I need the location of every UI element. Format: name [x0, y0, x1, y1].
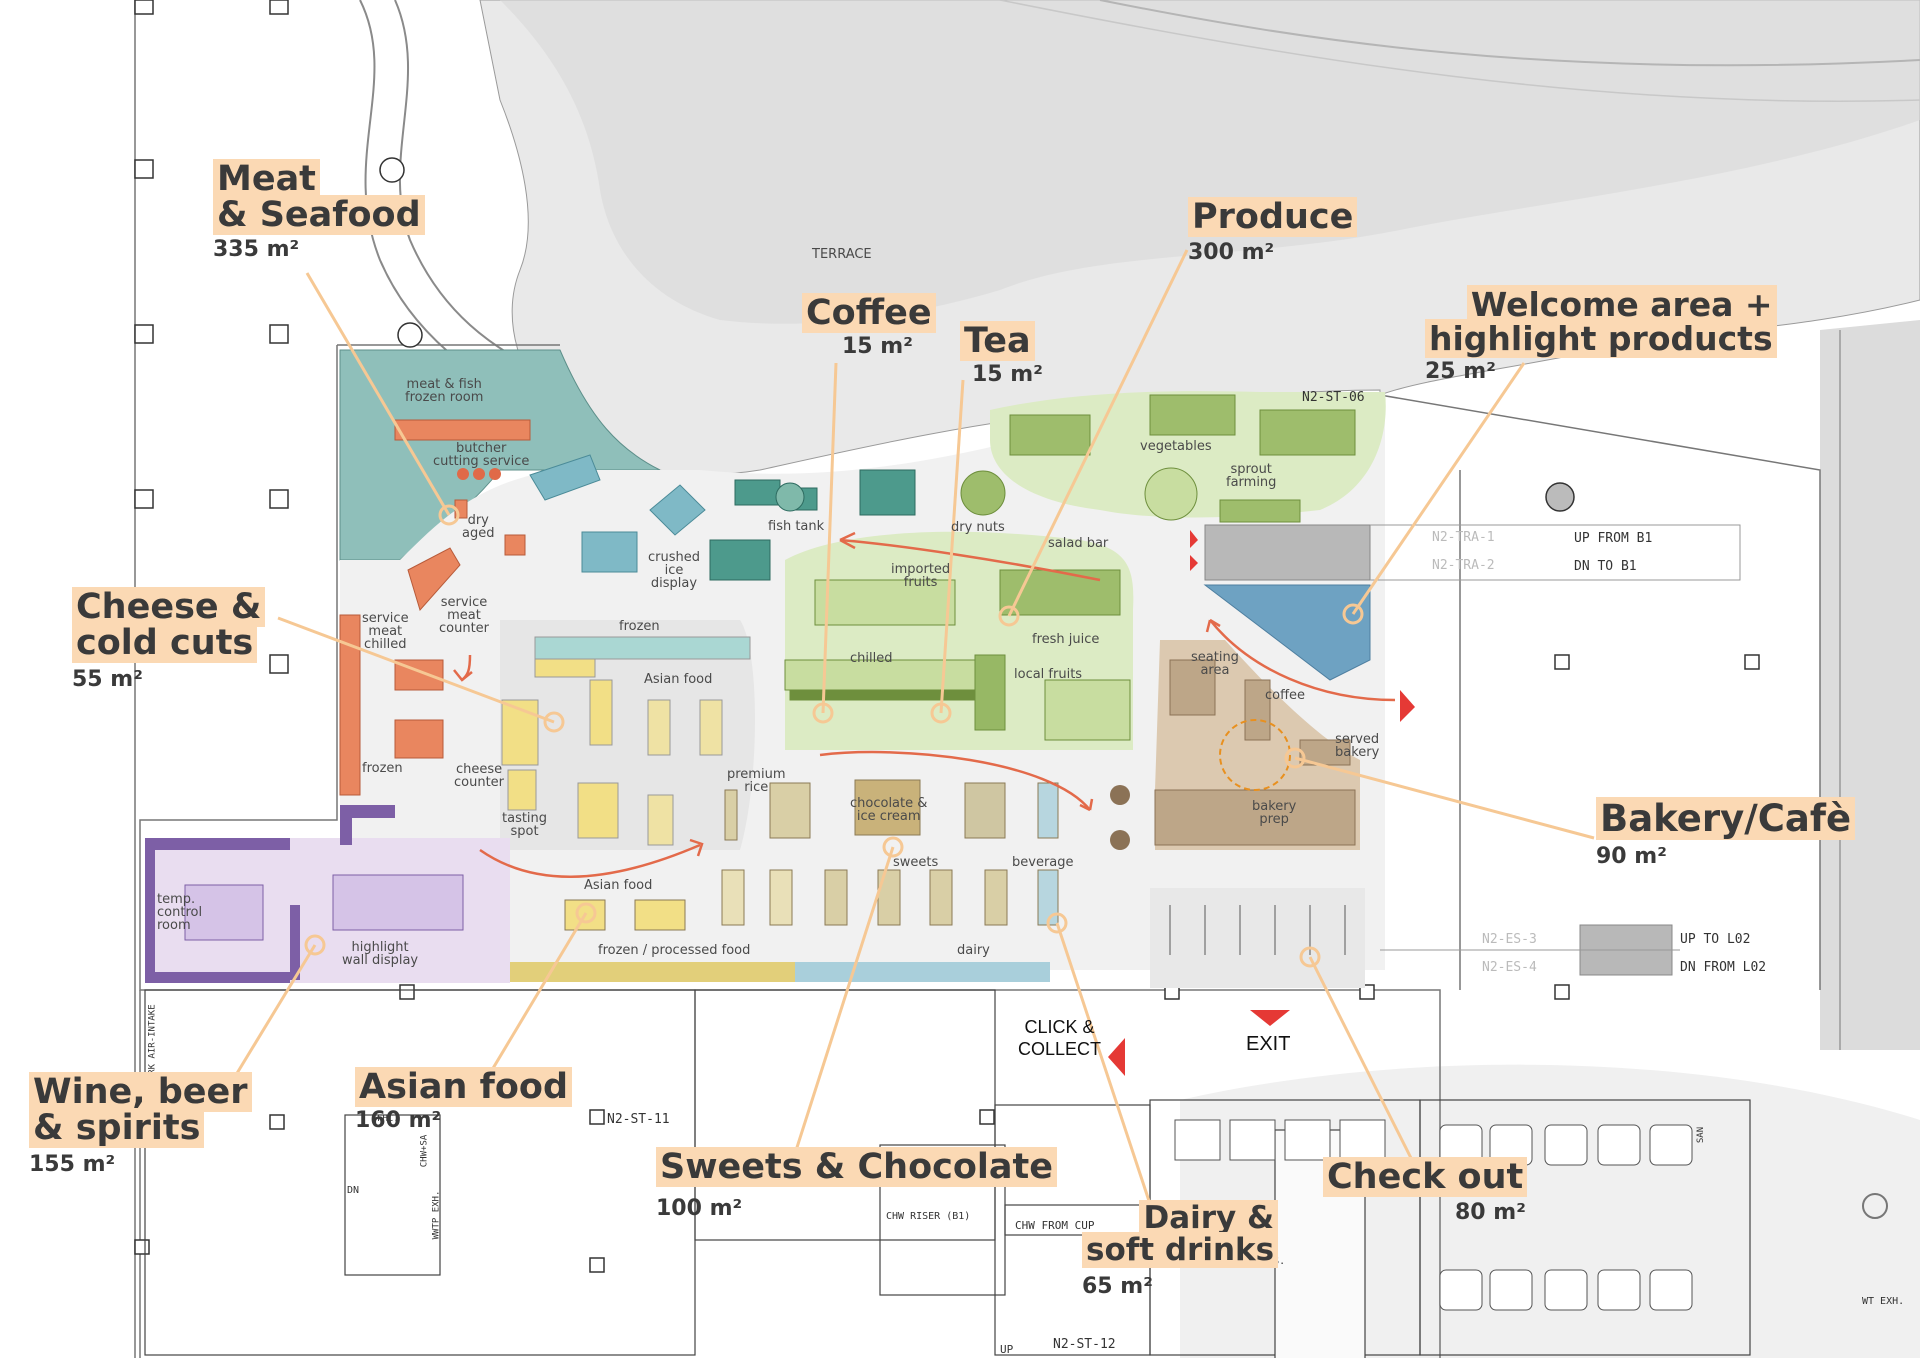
fish-tank-fixtures [709, 469, 916, 581]
welcome-zone [1203, 584, 1371, 681]
temp-control-room-box [184, 884, 264, 941]
san-label: SAN [1696, 1126, 1707, 1144]
callout-sweets-chocolate: Sweets & Chocolate 100 m² [656, 1147, 1057, 1221]
exit-label: EXIT [1246, 1033, 1291, 1055]
produce-fixtures [784, 394, 1356, 741]
dn-label: DN [347, 1185, 360, 1196]
dn-to-b1-label: DN TO B1 [1574, 559, 1637, 574]
beverage-label: beverage [1012, 855, 1074, 870]
wwtp-exh-label: WWTP EXH. [431, 1190, 442, 1240]
chw-from-cup-label: CHW FROM CUP [1015, 1219, 1095, 1232]
dn-from-l02-label: DN FROM L02 [1680, 960, 1767, 975]
crushed-ice-display [529, 454, 706, 573]
checkout-lanes [1169, 905, 1346, 955]
frozen-processed-label: frozen / processed food [598, 943, 751, 958]
leader-lines [223, 249, 1595, 1211]
click-collect-label: CLICK &COLLECT [1018, 1017, 1102, 1059]
callout-coffee: Coffee 15 m² [802, 293, 936, 359]
bakery-seat [1110, 785, 1130, 805]
escalator-lines [1370, 524, 1741, 951]
wine-purple-strip [290, 905, 300, 980]
n2-es-4-label: N2-ES-4 [1482, 960, 1537, 975]
callout-cheese-cold-cuts: Cheese &cold cuts 55 m² [72, 587, 266, 692]
frozen-left-label: frozen [362, 761, 403, 776]
chilled-label: chilled [850, 651, 893, 666]
customer-flow-arrows [453, 531, 1396, 878]
sweets-shelving [564, 779, 1059, 931]
callout-check-out: Check out 80 m² [1323, 1157, 1528, 1225]
asian-food-top-label: Asian food [644, 672, 713, 687]
checkout-zone [1150, 888, 1365, 988]
dry-nuts-label: dry nuts [951, 520, 1005, 535]
asian-food-bottom-label: Asian food [584, 878, 653, 893]
leader-endpoints [304, 504, 1364, 968]
callout-dairy-soft-drinks: Dairy &soft drinks 65 m² [1082, 1200, 1279, 1299]
bakery-seat [1110, 830, 1130, 850]
n2-st-06-label: N2-ST-06 [1302, 390, 1365, 405]
terrace-label: TERRACE [812, 247, 872, 262]
fish-tank-label: fish tank [768, 519, 825, 534]
callout-produce: Produce 300 m² [1188, 197, 1358, 265]
callout-welcome-area: Welcome area +highlight products 25 m² [1425, 285, 1777, 384]
n2-tra-2-label: N2-TRA-2 [1432, 558, 1495, 573]
fresh-juice-label: fresh juice [1032, 632, 1100, 647]
frozen-top-label: frozen [619, 619, 660, 634]
bottom-wall-shelf-yellow [510, 962, 795, 982]
wine-wall-right [340, 805, 395, 845]
vegetables-label: vegetables [1140, 439, 1212, 454]
n2-es-3-label: N2-ES-3 [1482, 932, 1537, 947]
chocolate-ice-cream-label: chocolate &ice cream [850, 796, 928, 824]
n2-tra-1-label: N2-TRA-1 [1432, 530, 1495, 545]
bottom-wall-shelf-blue [795, 962, 1050, 982]
chw-riser-label: CHW RISER (B1) [886, 1211, 971, 1222]
dry-aged-display [457, 468, 501, 480]
service-counters [339, 419, 531, 796]
chw-sa-label: CHW+SA [419, 1134, 430, 1168]
up-from-b1-label: UP FROM B1 [1574, 531, 1653, 546]
salad-bar-label: salad bar [1048, 536, 1109, 551]
kitchen-sinks [1174, 1119, 1693, 1311]
fhc-label: FHC. [377, 1114, 399, 1124]
coffee-label: coffee [1265, 688, 1306, 703]
highlight-wall-display-box [332, 874, 464, 931]
frozen-shelving [501, 636, 751, 846]
bakery-fixtures [1154, 659, 1356, 846]
n2-st-11-label: N2-ST-11 [607, 1112, 670, 1127]
callout-bakery-cafe: Bakery/Cafè 90 m² [1596, 797, 1856, 869]
sweets-label: sweets [893, 855, 939, 870]
n2-st-12-label: N2-ST-12 [1053, 1337, 1116, 1352]
callout-tea: Tea 15 m² [960, 321, 1043, 387]
up-label: UP [1000, 1343, 1014, 1356]
wt-exh-label: WT EXH. [1862, 1296, 1905, 1307]
red-markers [1108, 530, 1415, 1076]
callout-wine-beer-spirits: Wine, beer& spirits 155 m² [29, 1072, 252, 1177]
local-fruits-label: local fruits [1014, 667, 1083, 682]
up-to-l02-label: UP TO L02 [1680, 932, 1751, 947]
callout-meat-seafood: Meat& Seafood 335 m² [213, 159, 425, 262]
callout-asian-food: Asian food 160 m² [355, 1067, 573, 1133]
dairy-label: dairy [957, 943, 990, 958]
